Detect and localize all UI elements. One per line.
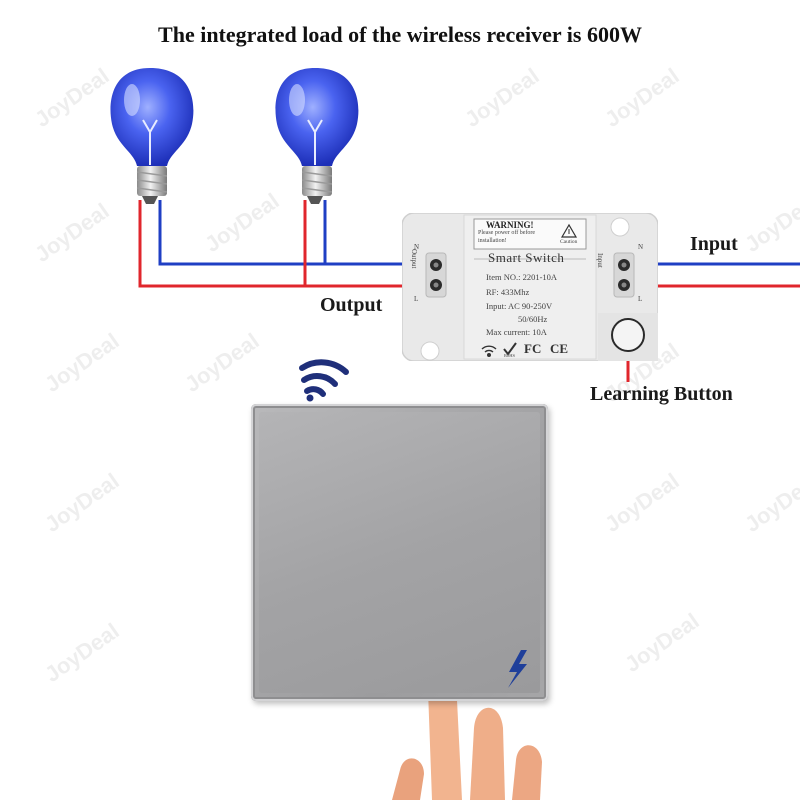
- output-terminals: [425, 252, 447, 298]
- frequency-spec: 50/60Hz: [518, 314, 548, 324]
- warning-text: installation!: [478, 238, 507, 244]
- receiver-body: [402, 213, 658, 361]
- output-label: Output: [320, 294, 383, 316]
- light-bulb: [110, 68, 194, 204]
- input-terminals: [613, 252, 635, 298]
- input-label: Input: [690, 233, 738, 255]
- device-name: Smart Switch: [488, 250, 565, 265]
- ce-mark: CE: [550, 341, 569, 356]
- wireless-wall-switch[interactable]: [251, 404, 548, 701]
- headline: The integrated load of the wireless rece…: [158, 22, 642, 47]
- wifi-signal-icon: [299, 359, 349, 402]
- warning-title: WARNING!: [486, 220, 534, 230]
- terminal-l-label: L: [414, 295, 419, 303]
- light-bulb: [275, 68, 359, 204]
- smart-switch-receiver: WARNING! Please power off before install…: [402, 213, 658, 361]
- input-spec: Input: AC 90-250V: [486, 301, 553, 311]
- terminal-n-label: N: [414, 243, 420, 251]
- terminal-l-label: L: [638, 295, 643, 303]
- fc-mark: FC: [524, 341, 542, 356]
- switch-surface[interactable]: [259, 412, 540, 693]
- warning-icon: [560, 223, 578, 238]
- caution-label: Caution: [560, 239, 578, 245]
- terminal-n-label: N: [638, 243, 644, 251]
- lightning-bolt-icon: [508, 650, 527, 688]
- rf-frequency: RF: 433Mhz: [486, 287, 530, 297]
- output-side-label: Output: [410, 249, 418, 269]
- wifi-mark-icon: [481, 345, 497, 357]
- item-number: Item NO.: 2201-10A: [486, 272, 558, 282]
- max-current: Max current: 10A: [486, 327, 547, 337]
- learning-button-graphic[interactable]: [598, 313, 658, 361]
- learning-button-label: Learning Button: [590, 383, 733, 405]
- rohs-check-icon: [503, 342, 517, 356]
- warning-text: Please power off before: [478, 230, 536, 236]
- input-side-label: Input: [596, 253, 604, 268]
- rohs-label: RoHS: [504, 353, 516, 358]
